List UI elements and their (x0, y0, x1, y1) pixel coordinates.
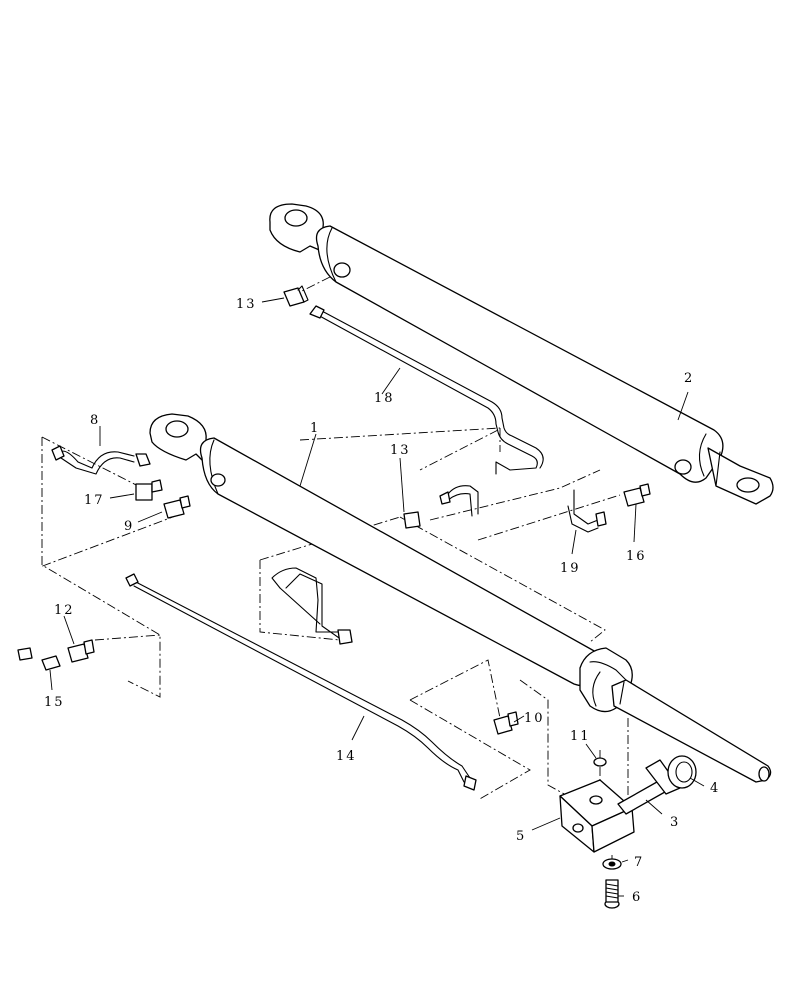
callout-3: 3 (670, 815, 680, 830)
callout-7: 7 (634, 855, 644, 870)
cylinder-2-barrel (315, 225, 724, 483)
fitting-12 (67, 639, 95, 663)
callout-17: 17 (84, 493, 105, 508)
cylinder-2-rod-end-hole (736, 477, 760, 493)
callout-labels: 1 2 3 4 5 6 7 8 9 10 11 12 13 13 14 15 1… (44, 297, 720, 905)
callout-2: 2 (684, 371, 694, 386)
fitting-10 (493, 711, 519, 735)
screw-6 (604, 879, 620, 909)
fitting-13-lower (403, 511, 421, 529)
callout-18: 18 (374, 391, 395, 406)
tube-triangle (271, 567, 353, 645)
cylinder-2-eye-hole (284, 209, 308, 227)
washer-7 (602, 858, 622, 870)
tube-14 (125, 573, 477, 791)
callout-13-lower: 13 (390, 443, 411, 458)
leader-lines (49, 297, 705, 897)
cylinder-1-barrel (199, 437, 605, 687)
callout-6: 6 (632, 890, 642, 905)
callout-4: 4 (710, 781, 720, 796)
cylinder-2 (269, 203, 774, 505)
cylinder-2-rod-end (707, 447, 774, 505)
callout-11: 11 (570, 729, 591, 744)
callout-1: 1 (310, 421, 320, 436)
o-ring-11 (593, 757, 607, 767)
valve-block-5 (559, 779, 635, 853)
cylinder-2-port-boss-front (674, 459, 692, 475)
tube-8 (51, 445, 151, 475)
callout-12: 12 (54, 603, 75, 618)
tube-elbow-13 (439, 485, 479, 517)
fitting-9 (163, 495, 191, 519)
cylinder-1-port-boss (210, 473, 226, 487)
fitting-16 (623, 483, 651, 507)
valve-block-side-port (572, 823, 584, 833)
callout-8: 8 (90, 413, 100, 428)
cylinder-1-rod-tip (758, 766, 770, 782)
callout-13-upper: 13 (236, 297, 257, 312)
callout-16: 16 (626, 549, 647, 564)
fitting-17 (135, 479, 163, 501)
tube-19 (567, 489, 607, 533)
cylinder-1 (149, 413, 772, 783)
knob-4 (667, 755, 697, 789)
cylinder-1-rod (611, 679, 772, 783)
tube-18 (309, 305, 544, 475)
callout-14: 14 (336, 749, 357, 764)
callout-15: 15 (44, 695, 65, 710)
callout-9: 9 (124, 519, 134, 534)
fitting-15 (17, 647, 61, 671)
valve-block-port (589, 795, 603, 805)
fitting-13-upper (283, 285, 309, 307)
callout-5: 5 (516, 829, 526, 844)
callout-19: 19 (560, 561, 581, 576)
cylinder-2-port-boss-rear (333, 262, 351, 278)
cylinder-1-eye-hole (165, 420, 189, 438)
callout-10: 10 (524, 711, 545, 726)
